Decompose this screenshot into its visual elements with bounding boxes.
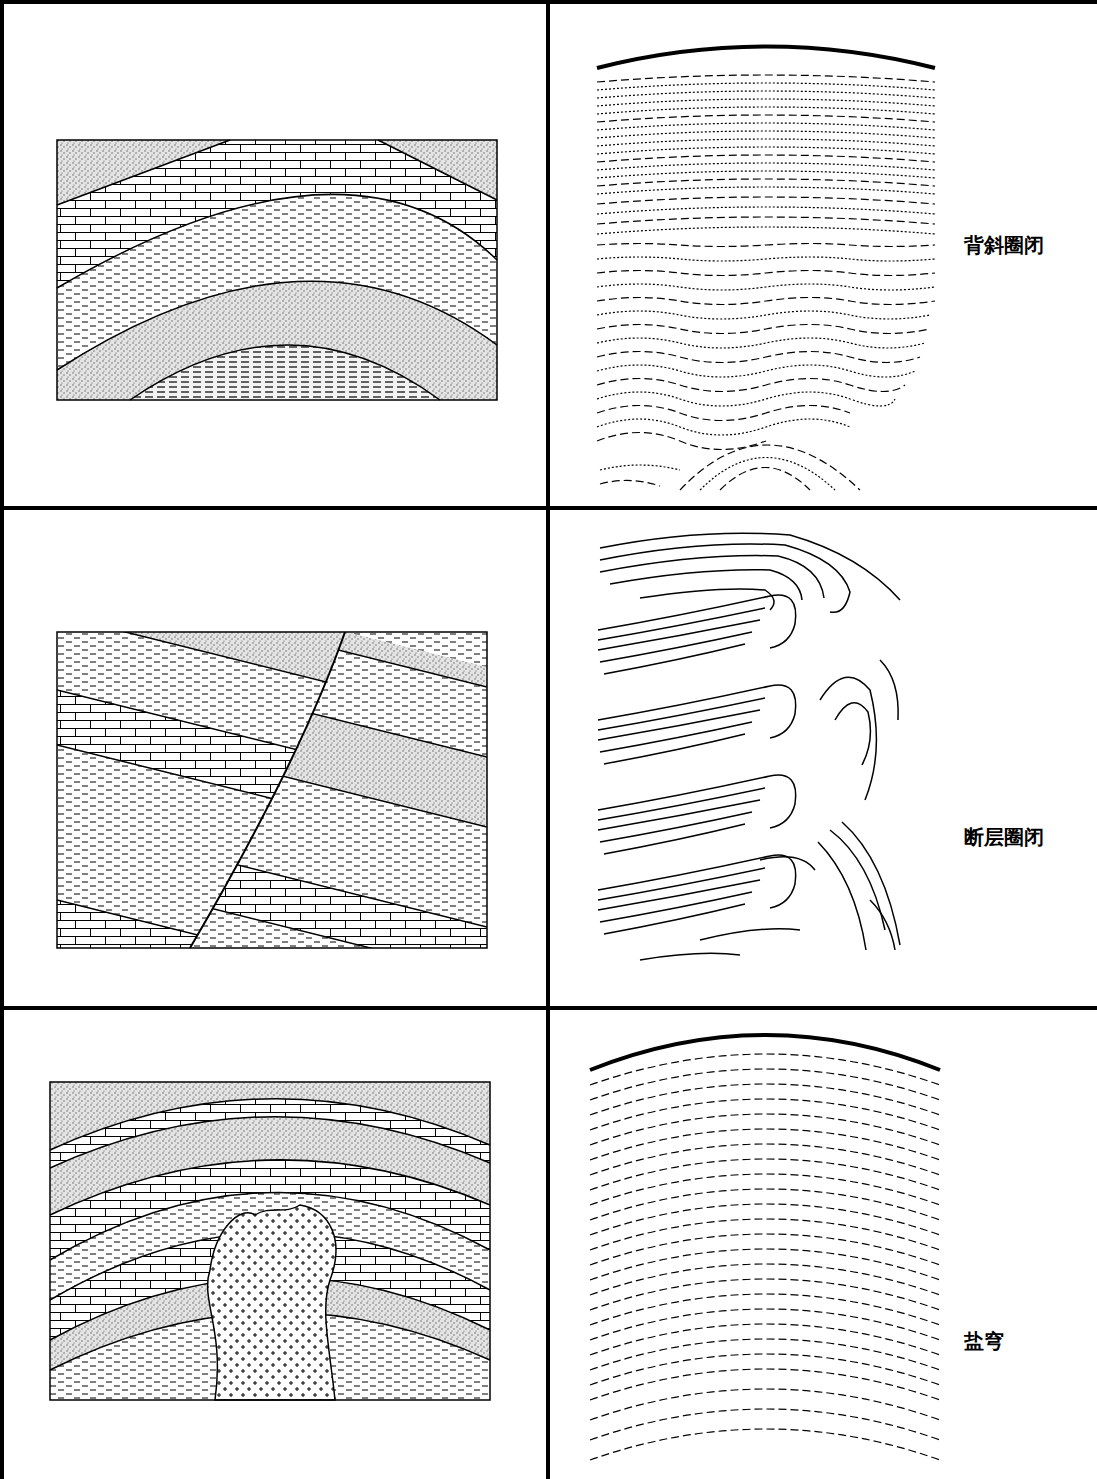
salt-dome-seismic bbox=[590, 1035, 940, 1460]
fault-seismic bbox=[598, 533, 900, 960]
trap-type-label: 背斜圈闭 bbox=[962, 231, 1046, 260]
anticline-section bbox=[57, 140, 497, 400]
trap-type-label: 盐穹 bbox=[962, 1327, 1006, 1356]
fault-section bbox=[57, 560, 487, 1067]
salt-dome-section bbox=[50, 1082, 490, 1400]
anticline-seismic bbox=[597, 47, 935, 491]
trap-type-label: 断层圈闭 bbox=[962, 823, 1046, 852]
